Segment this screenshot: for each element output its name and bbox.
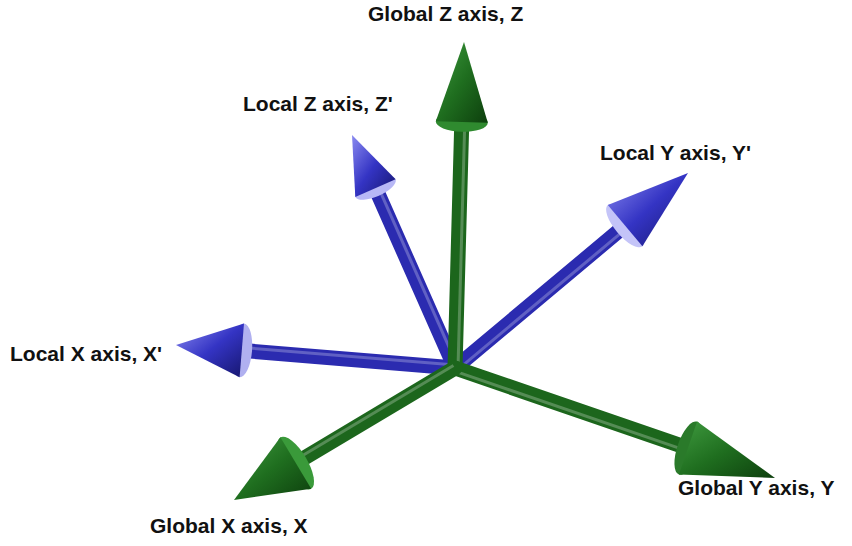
shaft-highlight xyxy=(458,122,465,368)
global-x-arrow xyxy=(234,365,455,500)
global-y-arrow xyxy=(454,368,775,478)
axis-shaft xyxy=(455,223,628,368)
axis-shaft xyxy=(455,368,692,449)
axis-label: Local Z axis, Z' xyxy=(243,92,393,116)
shaft-highlight xyxy=(457,228,627,370)
shaft-highlight xyxy=(454,371,687,451)
global-z-arrow xyxy=(436,42,489,368)
local-x-arrow xyxy=(176,323,455,379)
shaft-highlight xyxy=(378,187,458,367)
cone-head xyxy=(352,135,396,197)
axis-label: Local X axis, X' xyxy=(10,342,162,366)
axis-label: Global Y axis, Y xyxy=(678,476,834,500)
local-y-arrow xyxy=(455,173,688,370)
cone-head xyxy=(679,422,775,478)
local-z-arrow xyxy=(352,135,458,368)
shaft-highlight xyxy=(294,365,453,460)
cone-head xyxy=(176,324,244,378)
axis-shaft xyxy=(292,368,455,465)
axis-label: Local Y axis, Y' xyxy=(600,141,751,165)
axis-label: Global Z axis, Z xyxy=(368,2,523,26)
axis-shaft xyxy=(238,350,455,368)
axis-shaft xyxy=(374,184,455,368)
cone-head xyxy=(234,437,311,500)
shaft-highlight xyxy=(242,347,455,365)
cone-head xyxy=(608,173,688,246)
axis-label: Global X axis, X xyxy=(150,514,308,538)
cone-head xyxy=(436,42,488,123)
